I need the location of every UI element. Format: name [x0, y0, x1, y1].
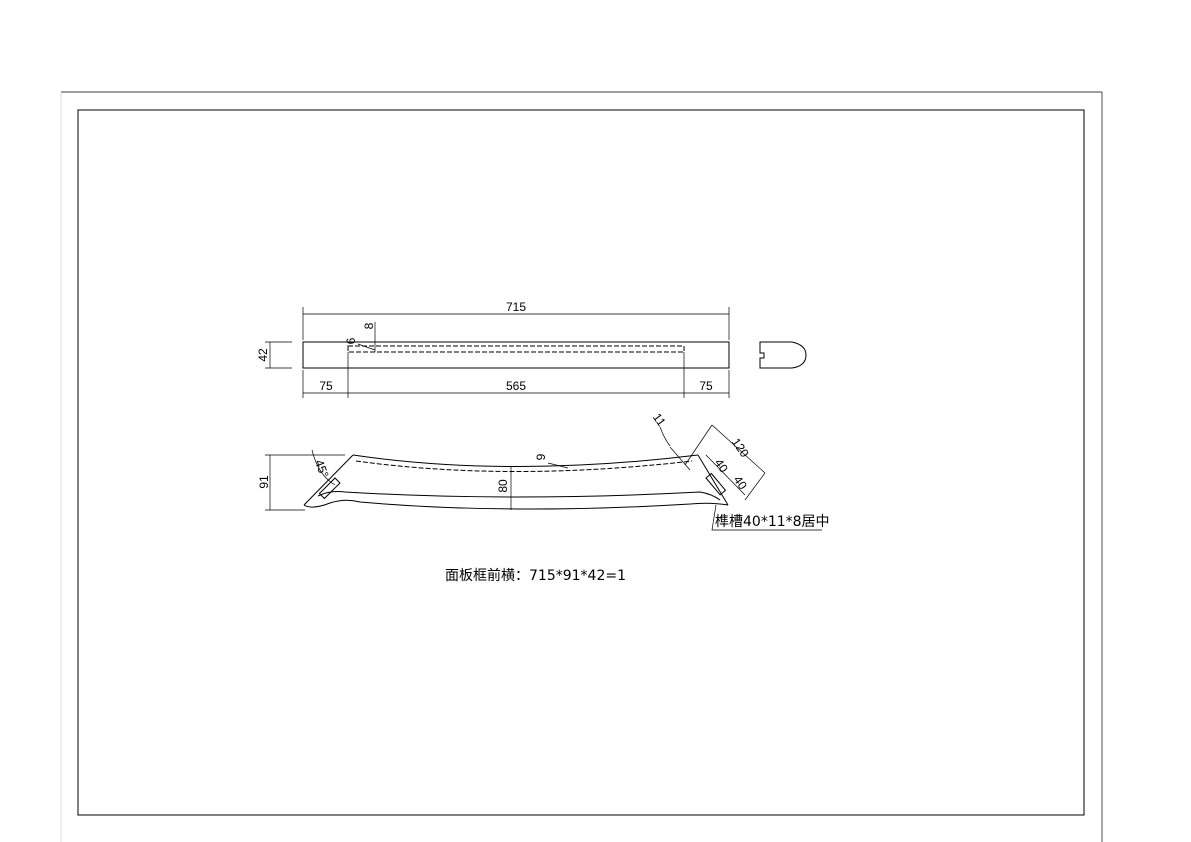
section-profile: [759, 341, 807, 369]
bottom-edge: [303, 499, 729, 510]
top-view: 715 42 6 8 75 565 75: [256, 300, 807, 398]
dim-slot-part-b: 40: [731, 473, 750, 492]
front-view: 91 45° 80 9 11 120 40 40 榫槽40*11*8居中: [257, 411, 830, 531]
inner-edge: [317, 491, 721, 501]
dim-inner-height: 80: [496, 479, 510, 493]
sheet-border: [60, 91, 1103, 842]
dim-slot-part-a: 40: [712, 456, 731, 475]
mortise-note: 榫槽40*11*8居中: [715, 514, 830, 530]
dim-left-margin: 75: [319, 379, 333, 393]
dim-right-margin: 75: [699, 379, 713, 393]
dim-angle: 45°: [312, 458, 331, 480]
dim-groove-depth: 8: [362, 322, 376, 329]
dim-overall-length: 715: [506, 300, 526, 314]
board-outline: [302, 341, 730, 369]
dim-thickness: 42: [256, 348, 270, 362]
groove-outline: [347, 345, 685, 353]
drawing-frame: [77, 109, 1085, 816]
dim-end-length: 120: [729, 435, 752, 460]
part-caption: 面板框前横：715*91*42=1: [445, 567, 626, 584]
dim-top-offset: 9: [534, 453, 548, 460]
dim-height: 91: [257, 475, 271, 489]
dim-groove-offset: 6: [344, 337, 358, 344]
top-edge: [352, 454, 699, 467]
dim-slot-width: 11: [650, 411, 669, 430]
groove-line: [355, 460, 693, 472]
dim-groove-length: 565: [506, 379, 526, 393]
